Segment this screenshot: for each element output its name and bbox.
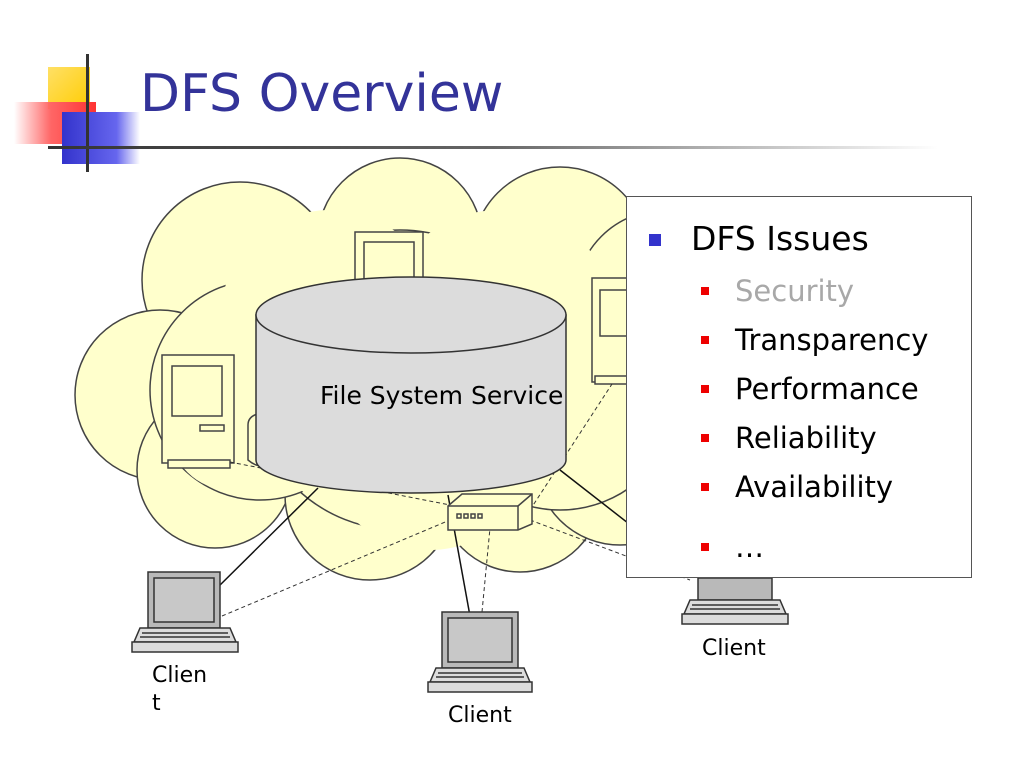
network-hub-icon — [447, 493, 533, 531]
client-label: Client — [448, 703, 512, 728]
issue-item-label: Performance — [735, 372, 919, 406]
red-square-bullet-icon — [701, 434, 709, 442]
title-underline — [48, 146, 938, 149]
square-bullet-icon — [649, 234, 661, 246]
client-laptop-icon — [131, 571, 239, 653]
issue-item-label: Availability — [735, 470, 894, 504]
red-square-bullet-icon — [701, 336, 709, 344]
server-icon — [591, 277, 633, 385]
client-label: Clien t — [152, 663, 208, 716]
file-system-service-label: File System Service — [320, 381, 564, 410]
issue-item-label: Transparency — [735, 323, 929, 357]
red-square-bullet-icon — [701, 385, 709, 393]
dfs-issues-heading: DFS Issues — [691, 219, 869, 258]
client-laptop-icon — [681, 577, 789, 625]
dfs-issues-box: DFS Issues Security Transparency Perform… — [626, 196, 972, 578]
title-deco-vertical-line — [86, 54, 89, 172]
red-square-bullet-icon — [701, 543, 709, 551]
issue-item-label: Reliability — [735, 421, 877, 455]
file-system-database-icon — [255, 276, 567, 494]
slide-title: DFS Overview — [140, 64, 504, 124]
red-square-bullet-icon — [701, 483, 709, 491]
red-square-bullet-icon — [701, 287, 709, 295]
client-laptop-icon — [427, 611, 533, 693]
title-deco-blue-square — [62, 112, 140, 164]
server-icon — [161, 354, 235, 469]
issue-item-label: … — [735, 530, 764, 564]
issue-item-label: Security — [735, 274, 855, 308]
client-label: Client — [702, 636, 766, 661]
